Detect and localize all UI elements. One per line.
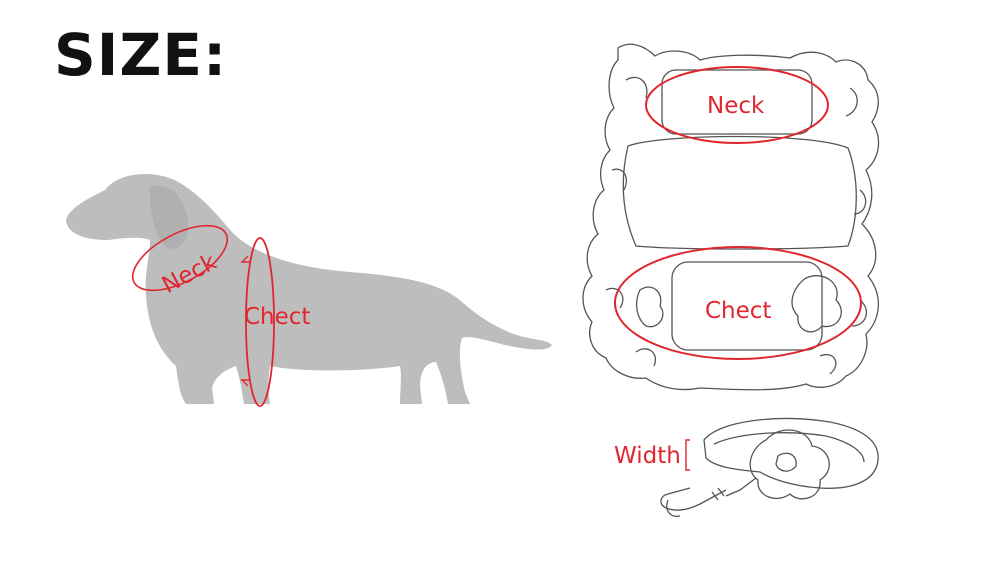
harness-sketch: [582, 43, 880, 391]
harness-neck-label: Neck: [707, 93, 765, 119]
harness-neck-measure: Neck: [645, 66, 829, 144]
harness-chest-label: Chect: [705, 298, 771, 324]
size-title: SIZE:: [54, 21, 228, 89]
leash-sketch: [660, 417, 879, 517]
dog-chest-label: Chect: [244, 304, 310, 330]
leash-width-label: Width: [614, 443, 681, 469]
leash-width-measure: Width: [614, 439, 690, 471]
harness-chest-measure: Chect: [614, 246, 862, 360]
dog-chest-measure: Chect: [240, 237, 310, 407]
